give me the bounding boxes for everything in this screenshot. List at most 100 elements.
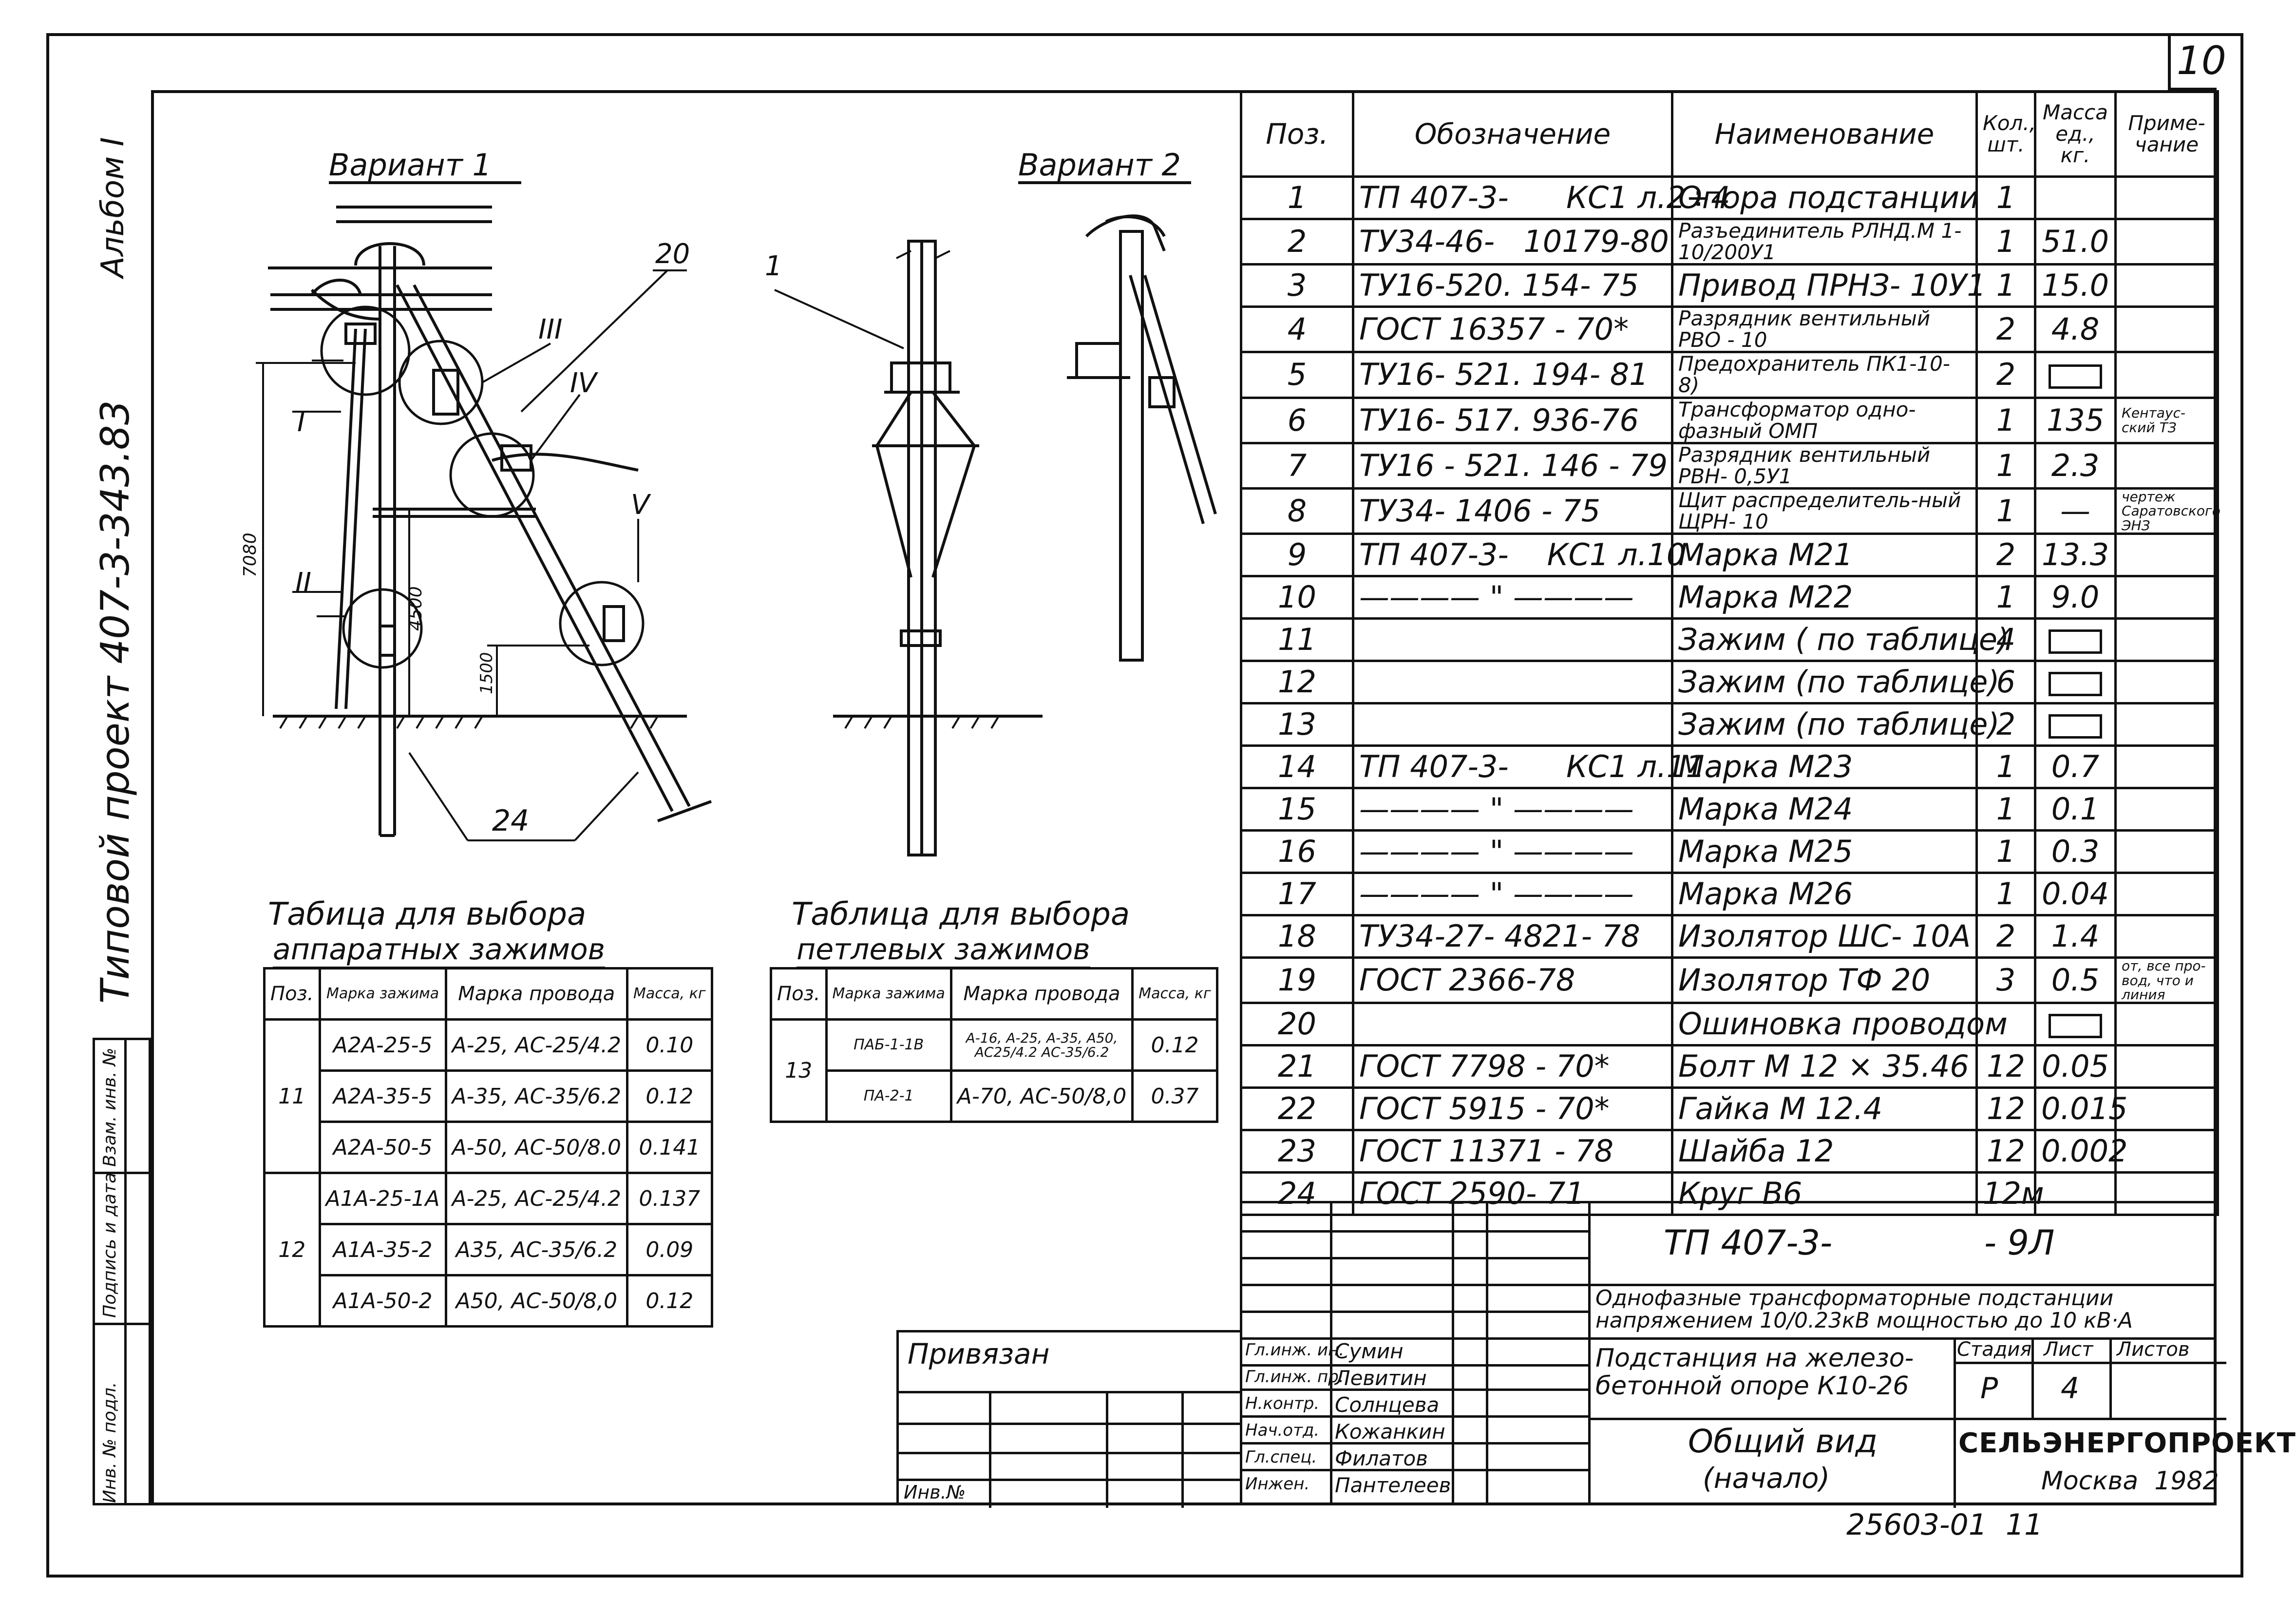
spec-cell-code: [1352, 1002, 1673, 1047]
callout-I: I: [297, 406, 305, 438]
spec-cell-note: от, все про-вод, что и линия: [2114, 956, 2219, 1005]
spec-cell-qty: 12м: [1975, 1171, 2044, 1217]
spec-cell-note: [2114, 1129, 2219, 1174]
spec-cell-name: Ошиновка проводом: [1671, 1002, 2008, 1047]
cell-mass: 0.09: [626, 1223, 713, 1276]
spec-cell-name: Зажим ( по таблице): [1671, 617, 2009, 663]
tb-stage: Р: [1980, 1371, 1998, 1406]
spec-cell-code: ТП 407-3- КС1 л.2÷4: [1352, 175, 1730, 220]
spec-cell-note: [2114, 1086, 2219, 1132]
dim-7080: 7080: [240, 532, 260, 577]
spec-cell-mass: [2034, 351, 2117, 399]
spec-cell-name: Привод ПРНЗ- 10У1: [1671, 263, 1986, 308]
spec-cell-note: [2114, 263, 2219, 308]
spec-cell-pos: 18: [1240, 914, 1354, 959]
cell-wire: А-16, А-25, А-35, А50, АС25/4.2 АС-35/6.…: [949, 1018, 1134, 1072]
loop-header-pos: Поз.: [770, 967, 828, 1021]
spec-cell-mass: [2034, 1171, 2117, 1217]
tb-code: ТП 407-3- - 9Л: [1664, 1223, 2055, 1263]
loop-header-wire: Марка провода: [949, 967, 1134, 1021]
spec-cell-name: Марка М23: [1671, 744, 1978, 790]
cell-wire: А-50, АС-50/8.0: [444, 1121, 629, 1174]
spec-cell-note: [2114, 1044, 2219, 1089]
spec-cell-code: ———— " ————: [1352, 575, 1673, 620]
cell-wire: А35, АС-35/6.2: [444, 1223, 629, 1276]
loop-title-line1: Таблица для выбора: [792, 896, 1130, 932]
spec-cell-qty: 1: [1975, 441, 2036, 490]
spec-cell-note: [2114, 872, 2219, 917]
spec-cell-code: ТП 407-3- КС1 л.11: [1352, 744, 1705, 790]
spec-cell-qty: [1975, 1002, 2036, 1047]
outer-frame: [46, 33, 2243, 1578]
spec-cell-code: [1352, 660, 1673, 705]
spec-cell-pos: 2: [1240, 217, 1354, 266]
spec-cell-pos: 24: [1240, 1171, 1354, 1217]
spec-cell-mass: 2.3: [2034, 441, 2117, 490]
staff-role: Гл.спец.: [1245, 1447, 1317, 1467]
apparatus-header-wire: Марка провода: [444, 967, 629, 1021]
callout-24: 24: [492, 804, 529, 838]
table-reference-box: [2049, 629, 2102, 654]
apparatus-title-line2: аппаратных зажимов: [273, 932, 606, 969]
tb-drawing-title: Общий вид: [1688, 1423, 1878, 1460]
staff-role: Инжен.: [1245, 1474, 1310, 1494]
spec-cell-pos: 21: [1240, 1044, 1354, 1089]
album-label: Альбом I: [95, 137, 131, 278]
specification-table: Поз. Обозначение Наименование Кол., шт. …: [1240, 90, 2220, 1217]
spec-cell-mass: [2034, 1002, 2117, 1047]
spec-cell-qty: 1: [1975, 175, 2036, 220]
spec-cell-qty: 6: [1975, 660, 2036, 705]
loop-table-title: Таблица для выбора петлевых зажимов: [792, 896, 1130, 969]
callout-II: II: [295, 567, 311, 599]
spec-cell-name: Предохранитель ПК1-10- 8): [1671, 351, 1978, 399]
spec-cell-qty: 12: [1975, 1086, 2036, 1132]
spec-cell-code: ТП 407-3- КС1 л.10: [1352, 532, 1686, 578]
loop-pos-13: 13: [770, 1018, 828, 1123]
table-reference-box: [2049, 364, 2102, 389]
spec-cell-qty: 2: [1975, 532, 2036, 578]
cell-clamp: А1А-50-2: [318, 1274, 447, 1328]
spec-cell-pos: 17: [1240, 872, 1354, 917]
spec-cell-code: ГОСТ 5915 - 70*: [1352, 1086, 1673, 1132]
staff-name: Пантелеев: [1335, 1473, 1451, 1497]
spec-cell-note: [2114, 351, 2219, 399]
apparatus-table-title: Табица для выбора аппаратных зажимов: [268, 896, 606, 969]
spec-cell-qty: 1: [1975, 829, 2036, 875]
spec-header-code: Обозначение: [1352, 90, 1673, 178]
spec-cell-mass: [2034, 660, 2117, 705]
cell-clamp: А2А-50-5: [318, 1121, 447, 1174]
spec-cell-note: [2114, 1171, 2219, 1217]
spec-cell-mass: 0.015: [2034, 1086, 2128, 1132]
sheet-number-box: 10: [2168, 33, 2226, 91]
spec-cell-name: Изолятор ШС- 10А: [1671, 914, 1978, 959]
spec-cell-qty: 1: [1975, 217, 2036, 266]
spec-cell-note: [2114, 175, 2219, 220]
apparatus-clamp-table: Поз. Марка зажима Марка провода Масса, к…: [263, 967, 713, 1328]
spec-cell-note: [2114, 702, 2219, 747]
table-row: ПА-2-1 А-70, АС-50/8,0 0.37: [771, 1069, 1218, 1123]
spec-cell-mass: 9.0: [2034, 575, 2117, 620]
callout-1: 1: [765, 250, 782, 282]
tb-description: Однофазные трансформаторные подстанции н…: [1595, 1286, 2133, 1333]
staff-role: Нач.отд.: [1245, 1421, 1320, 1440]
spec-cell-note: Кентаус-ский ТЗ: [2114, 396, 2219, 444]
cell-clamp: А1А-35-2: [318, 1223, 447, 1276]
spec-cell-name: Изолятор ТФ 20: [1671, 956, 1978, 1005]
spec-cell-pos: 8: [1240, 487, 1354, 535]
spec-cell-name: Зажим (по таблице): [1671, 702, 2000, 747]
spec-cell-name: Марка М22: [1671, 575, 1978, 620]
dim-1500: 1500: [477, 652, 496, 694]
staff-name: Солнцева: [1335, 1393, 1440, 1417]
